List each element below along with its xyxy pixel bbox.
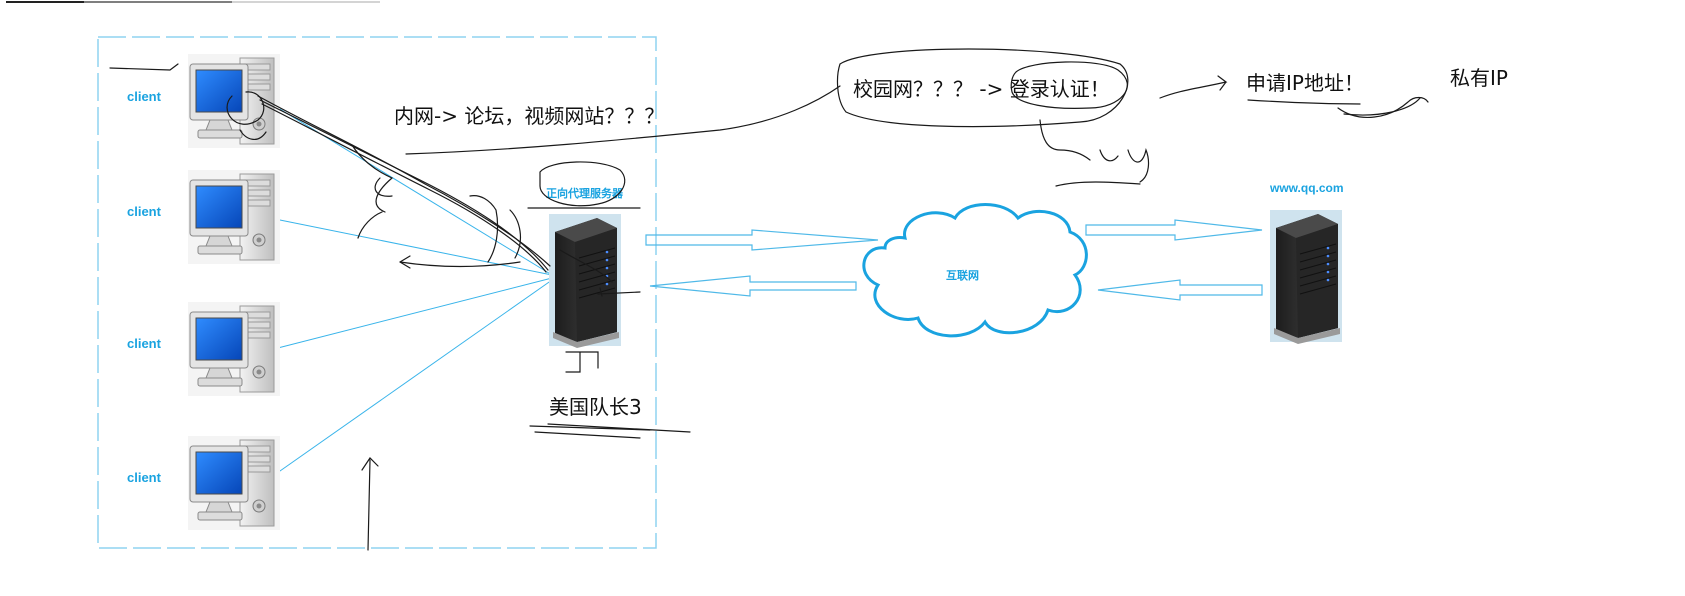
- proxy-label: 正向代理服务器: [546, 186, 624, 200]
- arrow-left: [1097, 279, 1263, 301]
- scribble-ellipse-login: [1010, 61, 1128, 109]
- internet-label: 互联网: [946, 268, 979, 282]
- annotation-campus: 校园网？？？ -> 登录认证！: [853, 77, 1110, 101]
- link-client-4: [269, 279, 553, 479]
- client-label: client: [127, 89, 162, 104]
- scribble-arrow-top-left: [109, 63, 179, 71]
- desktop-computer-icon: [187, 435, 281, 531]
- arrow-right: [645, 229, 879, 251]
- desktop-computer-icon: [187, 301, 281, 397]
- internet-cloud: 互联网: [862, 203, 1088, 338]
- forward-proxy-server: 正向代理服务器: [546, 186, 624, 349]
- client-proxy-links: [264, 99, 553, 479]
- scribble-circle-proxy: [539, 161, 626, 207]
- link-client-2: [269, 217, 553, 276]
- scribble-ellipse-campus: [836, 48, 1129, 128]
- scribble-arrow-apply: [1159, 75, 1228, 99]
- scribble-link-campus: [405, 85, 841, 155]
- intranet-boundary: [97, 36, 657, 549]
- target-server: www.qq.com: [1269, 181, 1344, 345]
- annotation-intranet: 内网-> 论坛，视频网站？？？: [394, 104, 664, 128]
- client-label: client: [127, 204, 162, 219]
- client-2: client: [127, 169, 281, 265]
- client-1: client: [127, 53, 281, 149]
- annotation-apply-ip: 申请IP地址！: [1246, 71, 1364, 95]
- client-3: client: [127, 301, 281, 397]
- client-label: client: [127, 470, 162, 485]
- scribble-web: [1039, 119, 1150, 183]
- link-client-3: [269, 277, 553, 351]
- client-4: client: [127, 435, 281, 531]
- scribble-arrow-bottom: [361, 457, 379, 551]
- cloud-icon: [862, 203, 1088, 338]
- target-label: www.qq.com: [1269, 181, 1344, 195]
- annotation-private-ip: 私有IP: [1450, 66, 1508, 90]
- client-label: client: [127, 336, 162, 351]
- proxy-internet-arrows: [645, 229, 879, 297]
- arrow-right: [1085, 219, 1263, 241]
- link-client-1: [264, 99, 553, 276]
- internet-target-arrows: [1085, 219, 1263, 301]
- pen-scribbles: [109, 48, 1429, 551]
- server-rack-icon: [1269, 209, 1343, 345]
- proxy-caption: 美国队长3: [549, 395, 642, 419]
- arrow-left: [649, 275, 857, 297]
- desktop-computer-icon: [187, 169, 281, 265]
